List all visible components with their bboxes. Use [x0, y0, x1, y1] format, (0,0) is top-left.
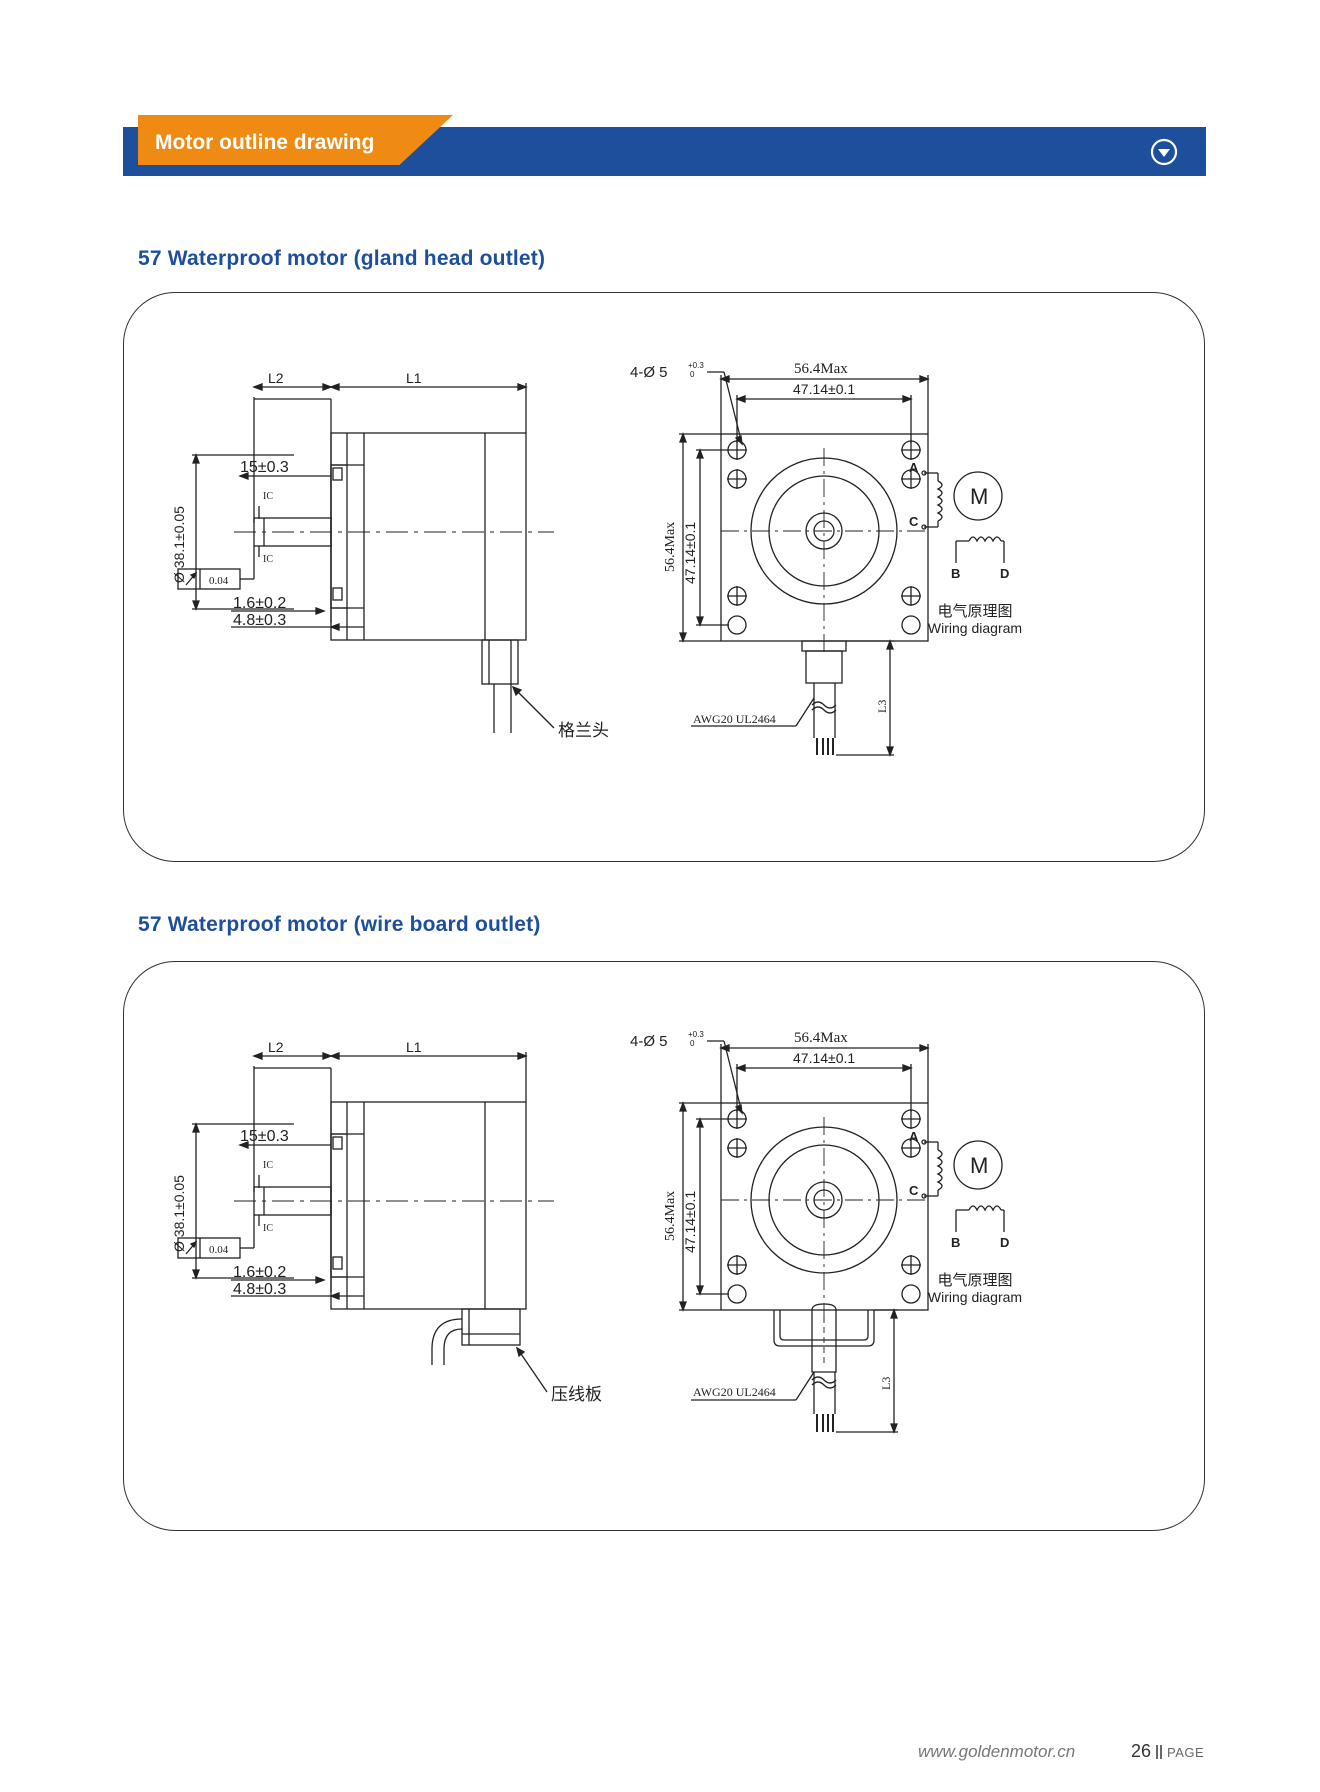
dim-pitch-height: 47.14±0.1: [682, 1191, 698, 1253]
wire-spec: AWG20 UL2464: [693, 712, 776, 726]
motor-drawing-gland: L2 L1 15±0.3 IC IC Ø 38.1±0.05 0.04 1.6±…: [171, 361, 1022, 757]
motor-symbol: M: [970, 1153, 988, 1178]
wiring-diagram: [921, 1139, 1005, 1232]
wiring-diagram: [921, 470, 1005, 563]
wire-b: B: [951, 566, 960, 581]
dim-pitch-height: 47.14±0.1: [682, 522, 698, 584]
dim-diameter: Ø 38.1±0.05: [171, 506, 187, 583]
dim-pitch-width: 47.14±0.1: [793, 381, 855, 397]
wiring-title-en: Wiring diagram: [928, 620, 1022, 636]
dim-48: 4.8±0.3: [233, 612, 286, 629]
footer-url[interactable]: www.goldenmotor.cn: [918, 1742, 1076, 1761]
motor-symbol: M: [970, 484, 988, 509]
side-view: [177, 383, 555, 733]
drawing-panel-wire-board: L2 L1 15±0.3 IC IC Ø 38.1±0.05 0.04 1.6±…: [123, 961, 1205, 1531]
wiring-title-cn: 电气原理图: [937, 1272, 1012, 1289]
ic-bottom: IC: [263, 554, 273, 565]
callout-wire-board: 压线板: [551, 1385, 602, 1404]
dim-l2: L2: [268, 1039, 284, 1055]
runout-value: 0.04: [209, 575, 229, 587]
wire-c: C: [909, 514, 919, 529]
dim-max-height: 56.4Max: [663, 1191, 678, 1241]
dim-16: 1.6±0.2: [233, 595, 286, 612]
wire-a: A: [909, 1129, 919, 1144]
wire-a: A: [909, 460, 919, 475]
dim-max-height: 56.4Max: [663, 522, 678, 572]
page-label: PAGE: [1167, 1745, 1205, 1760]
front-view: [679, 1040, 930, 1434]
header-tab: [138, 115, 453, 165]
callout-gland: 格兰头: [558, 721, 609, 740]
runout-value: 0.04: [209, 1244, 229, 1256]
dim-15: 15±0.3: [240, 1128, 289, 1145]
motor-drawing-wire-board: L2 L1 15±0.3 IC IC Ø 38.1±0.05 0.04 1.6±…: [171, 1030, 1022, 1434]
front-view: [679, 371, 930, 757]
ic-bottom: IC: [263, 1223, 273, 1234]
hole-spec: 4-Ø 5: [630, 1033, 668, 1050]
hole-spec: 4-Ø 5: [630, 364, 668, 381]
wire-spec: AWG20 UL2464: [693, 1385, 776, 1399]
dim-pitch-width: 47.14±0.1: [793, 1050, 855, 1066]
wiring-title-cn: 电气原理图: [937, 603, 1012, 620]
wiring-title-en: Wiring diagram: [928, 1289, 1022, 1305]
section-title-wire-board: 57 Waterproof motor (wire board outlet): [138, 913, 541, 936]
side-view: [177, 1052, 554, 1393]
hole-tol-bottom: 0: [690, 1039, 695, 1048]
wire-b: B: [951, 1235, 960, 1250]
dim-15: 15±0.3: [240, 459, 289, 476]
dim-16: 1.6±0.2: [233, 1264, 286, 1281]
dim-l2: L2: [268, 370, 284, 386]
ic-top: IC: [263, 491, 273, 502]
page-title: Motor outline drawing: [155, 131, 375, 154]
dim-max-width: 56.4Max: [794, 361, 848, 377]
hole-tol-top: +0.3: [688, 361, 704, 370]
hole-tol-bottom: 0: [690, 370, 695, 379]
section-title-gland: 57 Waterproof motor (gland head outlet): [138, 247, 546, 270]
dim-48: 4.8±0.3: [233, 1281, 286, 1298]
drawing-panel-gland: L2 L1 15±0.3 IC IC Ø 38.1±0.05 0.04 1.6±…: [123, 292, 1205, 862]
wire-d: D: [1000, 1235, 1009, 1250]
dim-l1: L1: [406, 370, 422, 386]
hole-tol-top: +0.3: [688, 1030, 704, 1039]
page-separator-icon: [1156, 1745, 1162, 1759]
dim-diameter: Ø 38.1±0.05: [171, 1175, 187, 1252]
dim-l1: L1: [406, 1039, 422, 1055]
ic-top: IC: [263, 1160, 273, 1171]
dim-l3: L3: [879, 1377, 893, 1390]
chevron-down-circle-icon[interactable]: [1150, 138, 1178, 166]
dim-l3: L3: [875, 700, 889, 713]
wire-d: D: [1000, 566, 1009, 581]
page-number: 26: [1131, 1741, 1152, 1761]
dim-max-width: 56.4Max: [794, 1030, 848, 1046]
wire-c: C: [909, 1183, 919, 1198]
